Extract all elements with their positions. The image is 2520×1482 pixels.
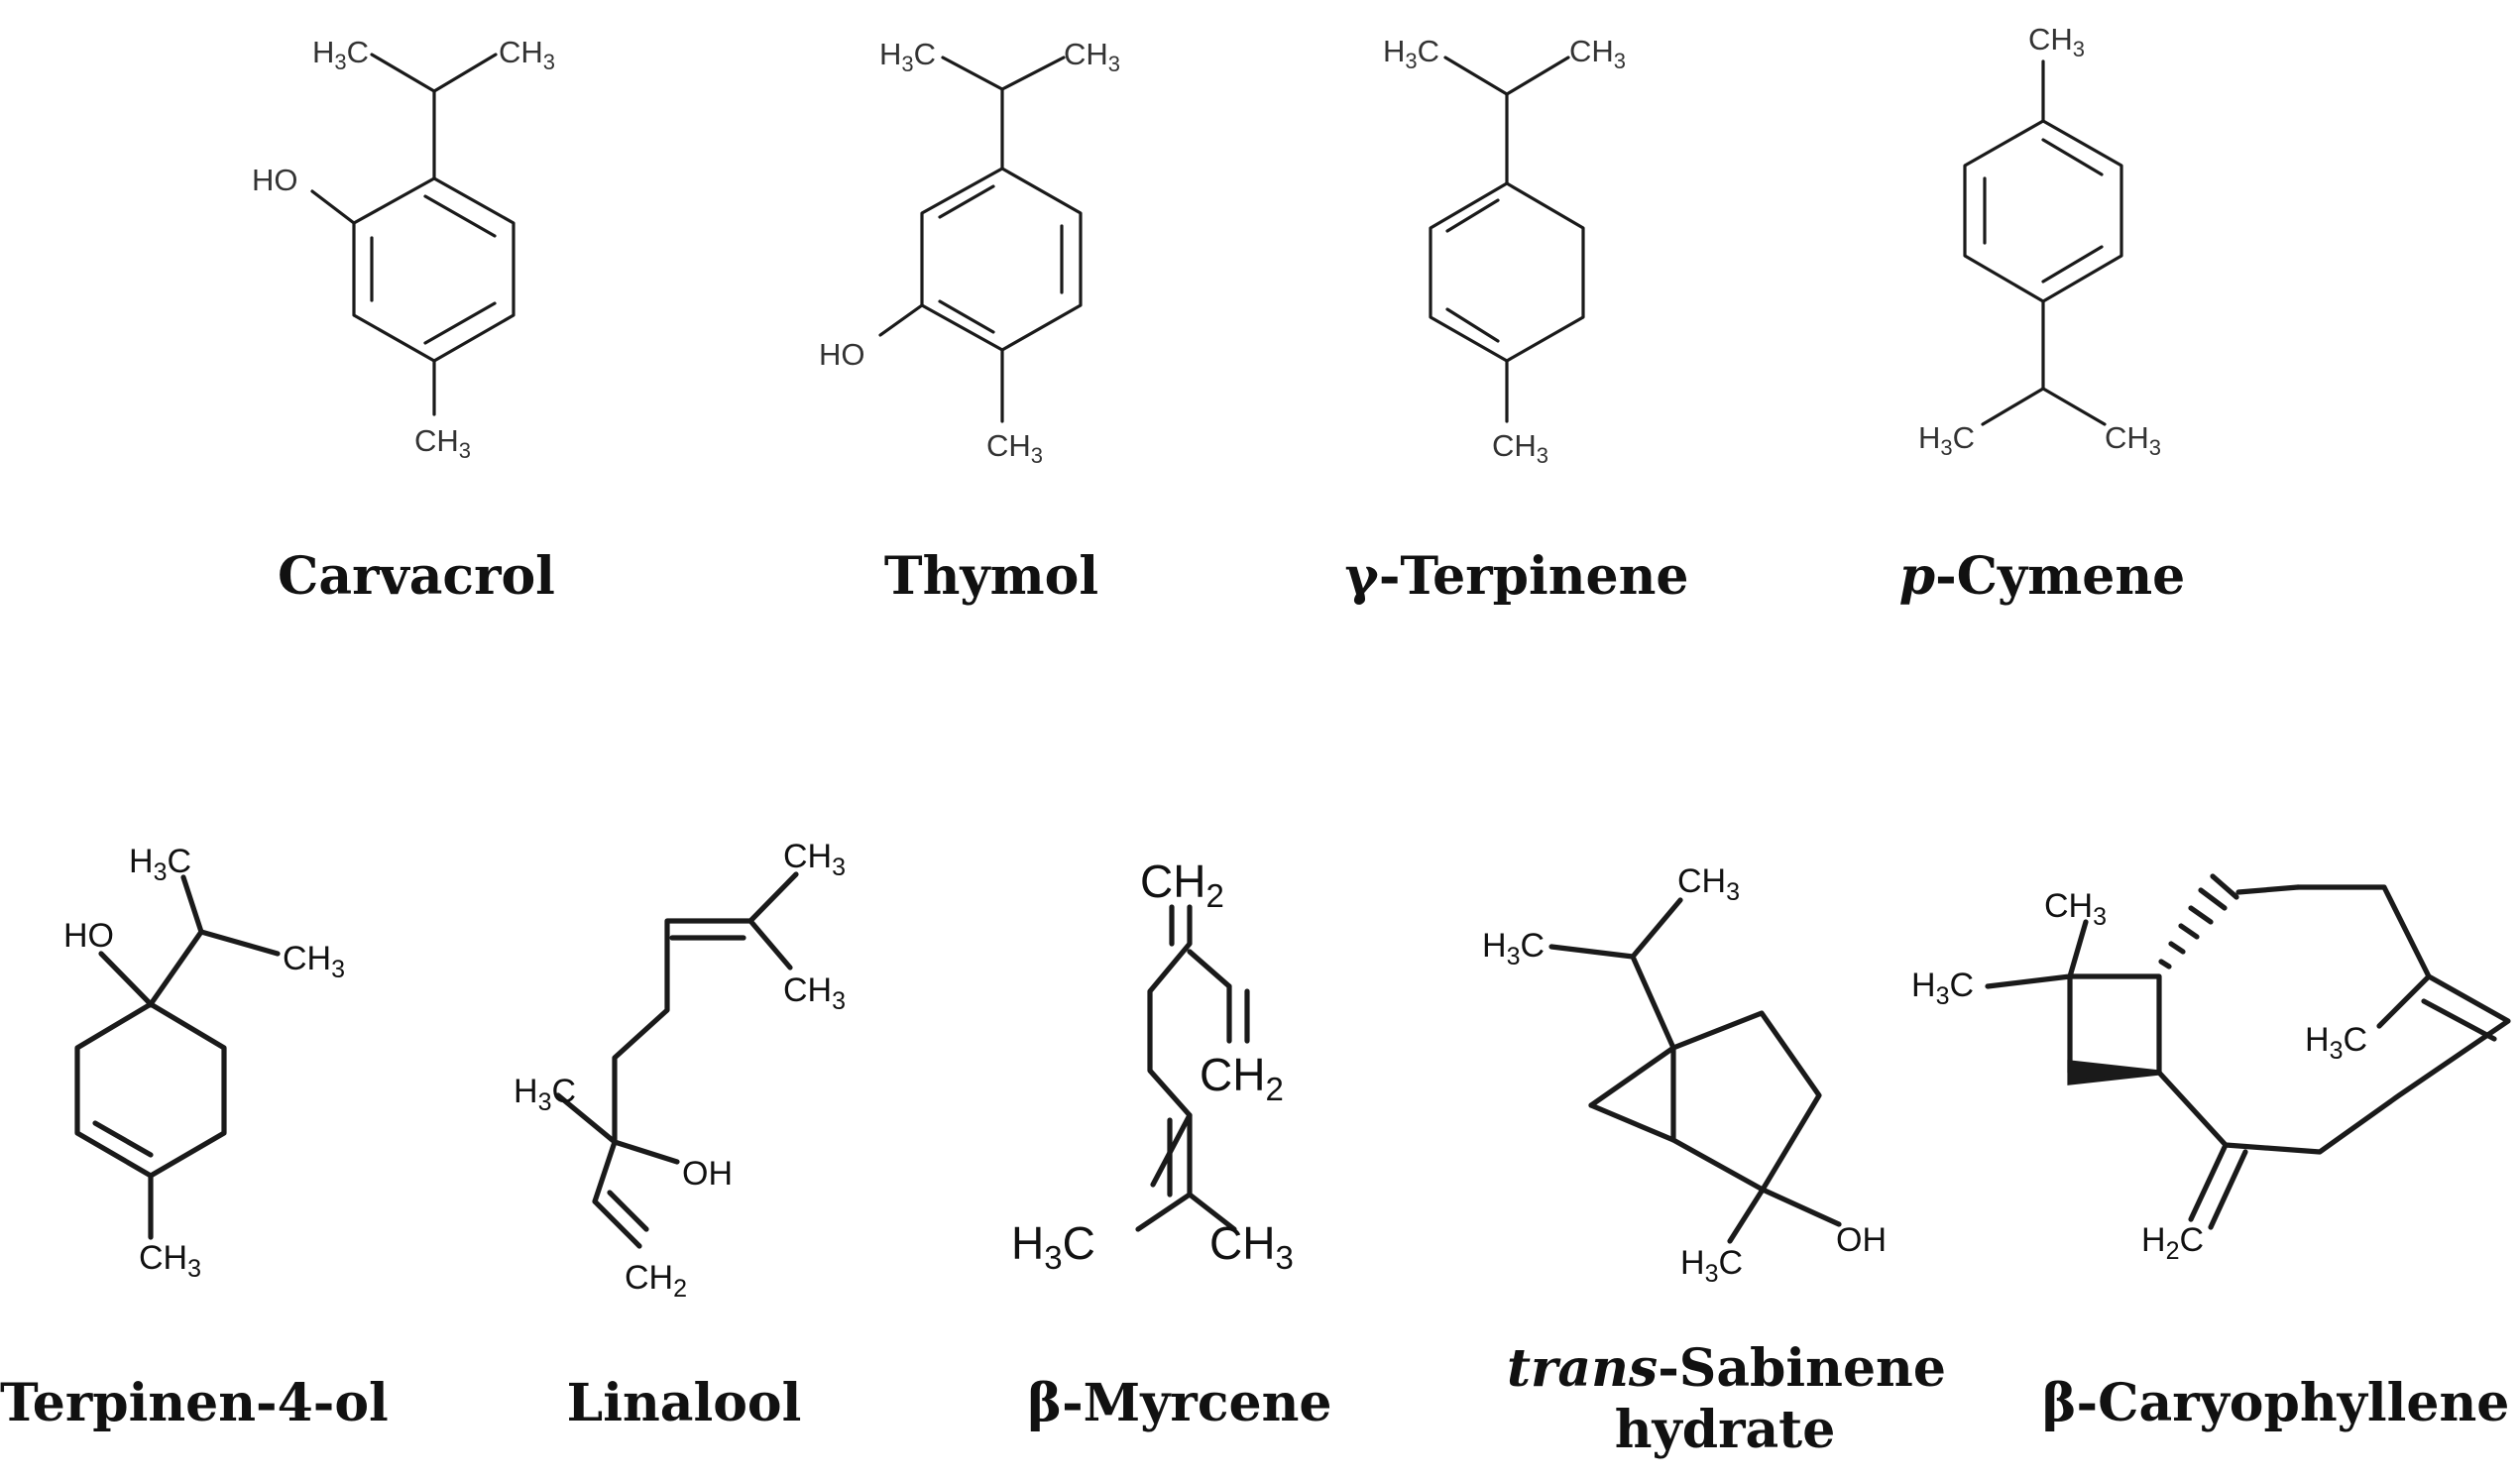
gamma-terpinene-h3c-label: H3C — [1383, 34, 1439, 73]
beta-myrcene-ch2-top-label: CH2 — [1140, 855, 1224, 914]
beta-caryophyllene-h3c-ring-label: H3C — [2305, 1021, 2367, 1065]
caption-p-cymene-name: -Cymene — [1935, 546, 2186, 607]
gamma-terpinene-ch3-label: CH3 — [1569, 34, 1626, 73]
caption-gamma-terpinene: γ-Terpinene — [1344, 546, 1689, 607]
terpinen-4-ol-ho-label: HO — [63, 917, 114, 955]
carvacrol-structure: H3C CH3 HO CH3 — [252, 35, 555, 463]
caption-trans-prefix: trans — [1507, 1338, 1659, 1399]
thymol-ch3-label: CH3 — [1064, 37, 1120, 76]
terpinen-4-ol-structure: H3C CH3 HO CH3 — [63, 843, 345, 1283]
beta-caryophyllene-hashed-wedge — [2158, 873, 2239, 969]
trans-sabinene-hydrate-structure: CH3 H3C OH H3C — [1482, 862, 1887, 1288]
caption-thymol: Thymol — [883, 546, 1099, 607]
beta-caryophyllene-h3c-label: H3C — [1911, 967, 1974, 1010]
trans-sabinene-hydrate-h3c-label: H3C — [1482, 927, 1545, 970]
terpinen-4-ol-ch3-bottom-label: CH3 — [139, 1239, 201, 1283]
thymol-ho-label: HO — [819, 337, 865, 372]
carvacrol-ch3-bottom-label: CH3 — [414, 423, 471, 463]
thymol-structure: H3C CH3 HO CH3 — [819, 37, 1120, 468]
terpinen-4-ol-h3c-label: H3C — [129, 843, 191, 886]
caption-beta-caryophyllene: β-Caryophyllene — [2042, 1373, 2510, 1433]
caption-sabinene-name: -Sabinene — [1658, 1338, 1946, 1399]
p-cymene-structure: CH3 H3C CH3 — [1918, 22, 2161, 460]
caption-trans-sabinene-line2: hydrate — [1614, 1400, 1836, 1460]
carvacrol-ho-label: HO — [252, 163, 298, 197]
p-cymene-ch3-top-label: CH3 — [2028, 22, 2085, 61]
linalool-ch3-label: CH3 — [783, 971, 846, 1015]
caption-trans-sabinene-hydrate: trans-Sabinene hydrate — [1507, 1338, 1946, 1461]
caption-trans-sabinene-line1: trans-Sabinene — [1507, 1338, 1946, 1400]
thymol-h3c-label: H3C — [879, 37, 936, 76]
trans-sabinene-hydrate-ch3-label: CH3 — [1677, 862, 1740, 906]
beta-caryophyllene-ch3-label: CH3 — [2044, 887, 2107, 931]
beta-caryophyllene-h2c-label: H2C — [2141, 1221, 2204, 1265]
linalool-structure: CH3 CH3 H3C OH CH2 — [514, 838, 846, 1303]
linalool-h3c-label: H3C — [514, 1073, 576, 1116]
beta-myrcene-ch2-label: CH2 — [1200, 1049, 1284, 1107]
thymol-ch3-bottom-label: CH3 — [986, 428, 1043, 468]
beta-myrcene-structure: CH2 CH2 H3C CH3 — [1011, 855, 1294, 1276]
caption-carvacrol: Carvacrol — [278, 546, 555, 607]
linalool-oh-label: OH — [682, 1155, 733, 1193]
caption-p-cymene: p-Cymene — [1864, 546, 2221, 608]
caption-linalool: Linalool — [566, 1373, 802, 1433]
caption-terpinen-4-ol: Terpinen-4-ol — [0, 1373, 389, 1433]
caption-p-cymene-prefix: p — [1898, 546, 1936, 607]
p-cymene-ch3-label: CH3 — [2105, 420, 2161, 460]
beta-caryophyllene-structure: CH3 H3C H3C H2C — [1911, 873, 2511, 1265]
caption-beta-myrcene: β-Myrcene — [1027, 1373, 1332, 1433]
p-cymene-h3c-label: H3C — [1918, 420, 1975, 460]
beta-myrcene-ch3-label: CH3 — [1209, 1217, 1294, 1276]
linalool-ch3-top-label: CH3 — [783, 838, 846, 881]
linalool-ch2-label: CH2 — [625, 1259, 687, 1303]
beta-myrcene-h3c-label: H3C — [1011, 1217, 1095, 1276]
carvacrol-h3c-label: H3C — [312, 35, 369, 74]
trans-sabinene-hydrate-oh-label: OH — [1836, 1221, 1887, 1259]
carvacrol-ch3-label: CH3 — [499, 35, 555, 74]
gamma-terpinene-ch3-bottom-label: CH3 — [1492, 428, 1548, 468]
gamma-terpinene-structure: H3C CH3 CH3 — [1383, 34, 1626, 468]
trans-sabinene-hydrate-h3c-bottom-label: H3C — [1680, 1244, 1743, 1288]
terpinen-4-ol-ch3-label: CH3 — [283, 940, 345, 983]
